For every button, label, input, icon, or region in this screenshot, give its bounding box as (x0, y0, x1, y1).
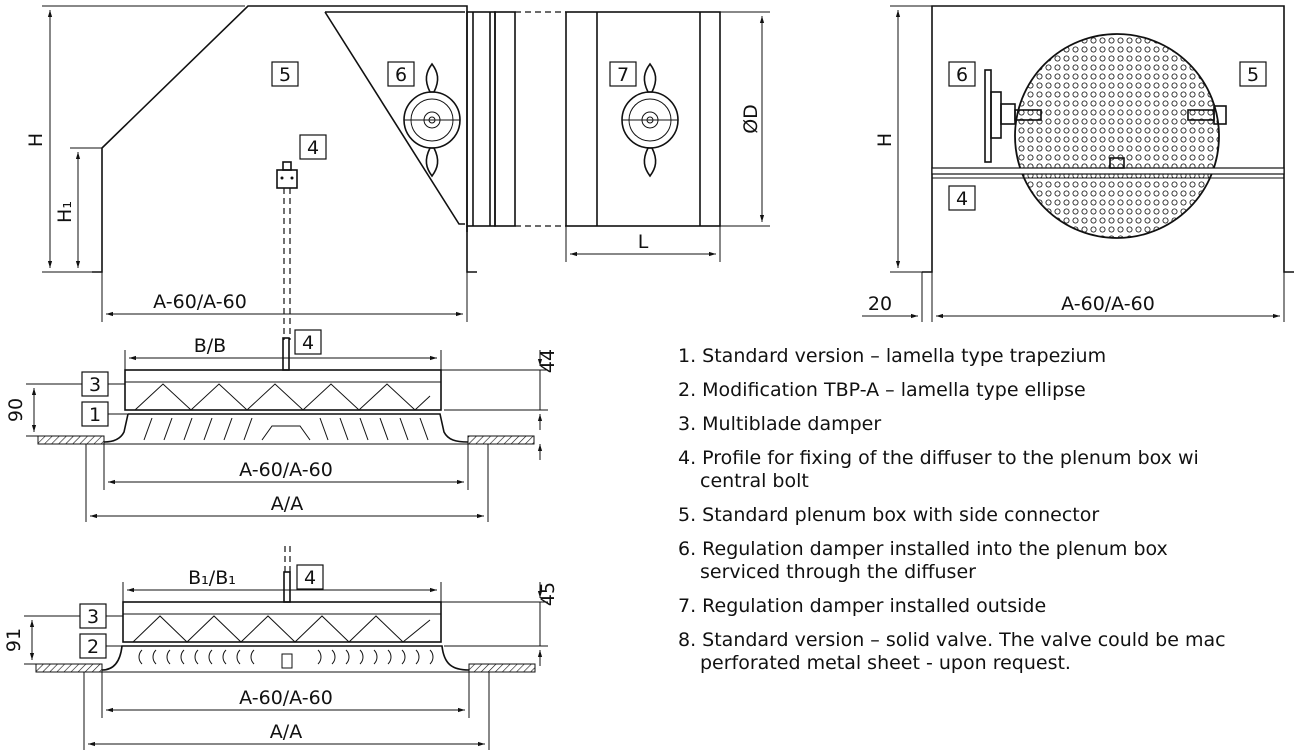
dim-L: L (638, 231, 649, 253)
callout-4-side-label: 4 (307, 137, 319, 159)
legend-item-6: 6. Regulation damper installed into the … (678, 538, 1168, 583)
dim-a-outer-1: A/A (271, 493, 303, 515)
dim-a-inner-1: A-60/A-60 (239, 459, 333, 481)
dim-90: 90 (5, 398, 27, 422)
callout-4-front-label: 4 (956, 188, 968, 210)
legend-item-7: 7. Regulation damper installed outside (678, 595, 1047, 617)
legend-item-5: 5. Standard plenum box with side connect… (678, 504, 1100, 526)
callout-7 (609, 61, 637, 87)
callout-3-sec2-label: 3 (87, 606, 99, 628)
callout-7-label: 7 (617, 64, 629, 86)
legend-item-1: 1. Standard version – lamella type trape… (678, 345, 1107, 367)
dim-H-front: H (874, 133, 896, 147)
dim-D: ØD (740, 104, 762, 134)
callout-6-front-label: 6 (956, 64, 968, 86)
front-view: 6 5 4 H 20 A-60/A-60 (862, 5, 1294, 322)
section-version-1: 4 3 1 B/B 44 90 A-60/A-60 A/A (5, 329, 559, 522)
side-view: 5 6 4 7 H H₁ ØD L A-60/A-60 (25, 5, 770, 340)
dim-20: 20 (868, 293, 892, 315)
damper-knob-internal (403, 62, 461, 178)
callout-5-front-label: 5 (1247, 64, 1259, 86)
legend-list: 1. Standard version – lamella type trape… (678, 345, 1299, 686)
legend-item-4: 4. Profile for fixing of the diffuser to… (678, 447, 1199, 492)
dim-b: B/B (194, 335, 226, 357)
dim-a-front: A-60/A-60 (1061, 293, 1155, 315)
dim-44: 44 (537, 349, 559, 373)
callout-4-side (299, 134, 327, 160)
dim-b1: B₁/B₁ (188, 567, 236, 589)
callout-4-sec2 (296, 564, 324, 590)
callout-4-front (948, 185, 976, 211)
dim-H-side: H (25, 133, 47, 147)
dim-45: 45 (537, 582, 559, 606)
section-version-2: 4 3 2 B₁/B₁ 45 91 A-60/A-60 A/A (3, 546, 559, 750)
callout-6-side-label: 6 (395, 64, 407, 86)
callout-4-sec1-label: 4 (302, 332, 314, 354)
callout-3-sec1-label: 3 (89, 374, 101, 396)
legend-item-3: 3. Multiblade damper (678, 413, 882, 435)
damper-knob-external (621, 62, 679, 178)
callout-4-sec2-label: 4 (304, 567, 316, 589)
perforated-disc (1014, 33, 1220, 239)
dim-a-inner-2: A-60/A-60 (239, 687, 333, 709)
callout-3-sec1 (81, 371, 109, 397)
callout-2 (79, 633, 107, 659)
callout-2-label: 2 (87, 636, 99, 658)
legend-item-8: 8. Standard version – solid valve. The v… (678, 629, 1226, 674)
dim-91: 91 (3, 628, 25, 652)
callout-5-front (1239, 61, 1267, 87)
legend-item-2: 2. Modification TBP-A – lamella type ell… (678, 379, 1086, 401)
callout-1-label: 1 (89, 404, 101, 426)
callout-1 (81, 401, 109, 427)
callout-6-side (387, 61, 415, 87)
callout-3-sec2 (79, 603, 107, 629)
callout-6-front (948, 61, 976, 87)
dim-a-side: A-60/A-60 (153, 291, 247, 313)
dim-a-outer-2: A/A (270, 721, 302, 743)
fixing-profile (276, 161, 298, 340)
callout-5-side-label: 5 (279, 64, 291, 86)
dim-H1: H₁ (54, 201, 76, 223)
callout-4-sec1 (294, 329, 322, 355)
callout-5-side (271, 61, 299, 87)
